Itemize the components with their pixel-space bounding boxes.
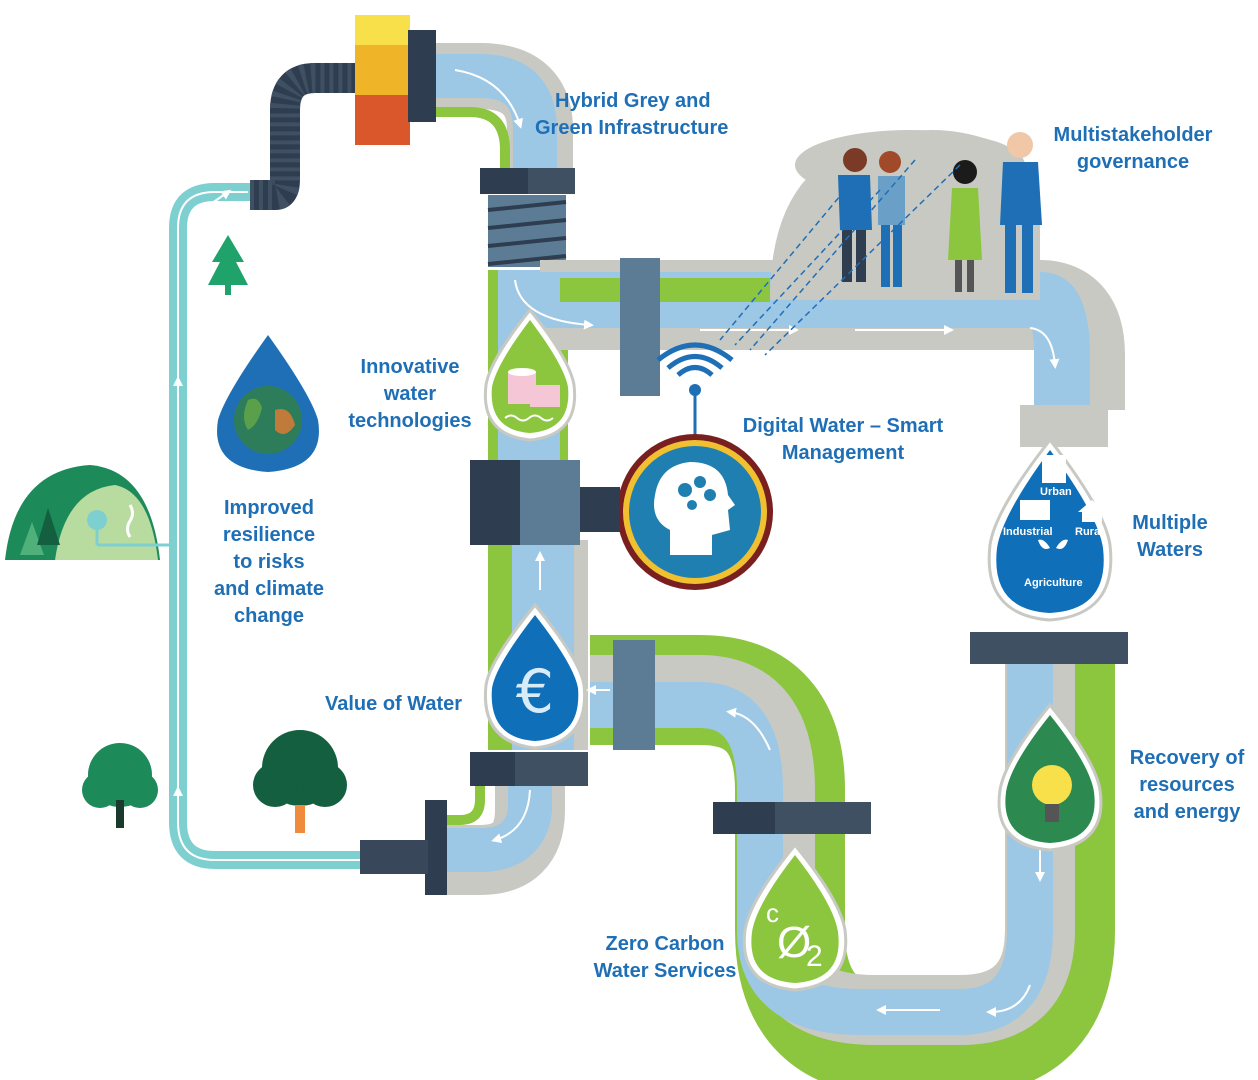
label-zero-carbon: Zero Carbon Water Services [580,931,750,985]
label-value-of-water: Value of Water [325,693,463,715]
label-line: Water Services [593,960,737,982]
label-line: Digital Water – Smart [742,415,944,437]
label-line: governance [1076,151,1190,173]
wifi-signal-icon [656,342,734,440]
label-line: Management [781,442,905,464]
teal-return-pipe [169,183,370,869]
co2-c-text: c [766,898,779,928]
co2-o-text: Ø [777,918,812,967]
label-line: Zero Carbon [605,933,725,955]
tree-icon [82,743,158,828]
ai-brain-icon [617,434,773,590]
label-innovative-water-technologies: Innovative water technologies [340,354,480,435]
label-line: Multiple [1132,512,1208,534]
pipe-connector [713,632,1128,834]
label-recovery-resources: Recovery of resources and energy [1122,745,1252,826]
drop-label-urban: Urban [1040,486,1072,498]
tree-icon [208,235,248,295]
pipe-connector [470,460,620,545]
top-pipe [436,43,573,170]
co2-2-text: 2 [806,940,823,973]
earth-drop-icon [217,335,319,472]
co2-drop-icon [742,842,848,992]
label-line: Improved [223,497,315,519]
label-line: water [383,383,437,405]
hex-nut [355,15,436,145]
svg-text:€: € [516,657,554,727]
drop-label-rural: Rural [1075,526,1104,538]
label-line: and climate [213,578,325,600]
label-multistakeholder: Multistakeholder governance [1038,122,1228,176]
label-line: Recovery of [1129,747,1245,769]
label-line: resilience [222,524,316,546]
label-line: resources [1139,774,1235,796]
drop-label-industrial: Industrial [1003,526,1053,538]
value-of-water-drop-icon: € [483,602,587,750]
multiple-waters-drop-icon [987,437,1113,622]
label-line: to risks [233,551,305,573]
bottom-left-pipe [360,752,588,895]
tree-icon [253,730,347,833]
horizontal-pipe [514,258,1125,447]
water-tech-drop-icon [483,307,577,442]
label-improved-resilience: Improved resilience to risks and climate… [196,495,342,630]
label-line: Hybrid Grey and [555,90,711,112]
label-line: change [233,605,305,627]
label-multiple-waters: Multiple Waters [1118,510,1222,564]
corrugated-hose [250,63,362,210]
hills-illustration [5,465,170,560]
pipe-connector [480,168,575,267]
label-digital-water: Digital Water – Smart Management [732,413,954,467]
label-line: Waters [1137,539,1203,561]
label-line: and energy [1133,801,1241,823]
recovery-drop-icon [997,702,1103,852]
drop-label-agriculture: Agriculture [1024,577,1083,589]
label-line: Innovative [360,356,460,378]
label-line: technologies [348,410,472,432]
label-line: Green Infrastructure [535,117,729,139]
label-hybrid-infrastructure: Hybrid Grey and Green Infrastructure [535,88,728,142]
label-line: Multistakeholder [1053,124,1213,146]
people-illustration [719,132,1042,356]
